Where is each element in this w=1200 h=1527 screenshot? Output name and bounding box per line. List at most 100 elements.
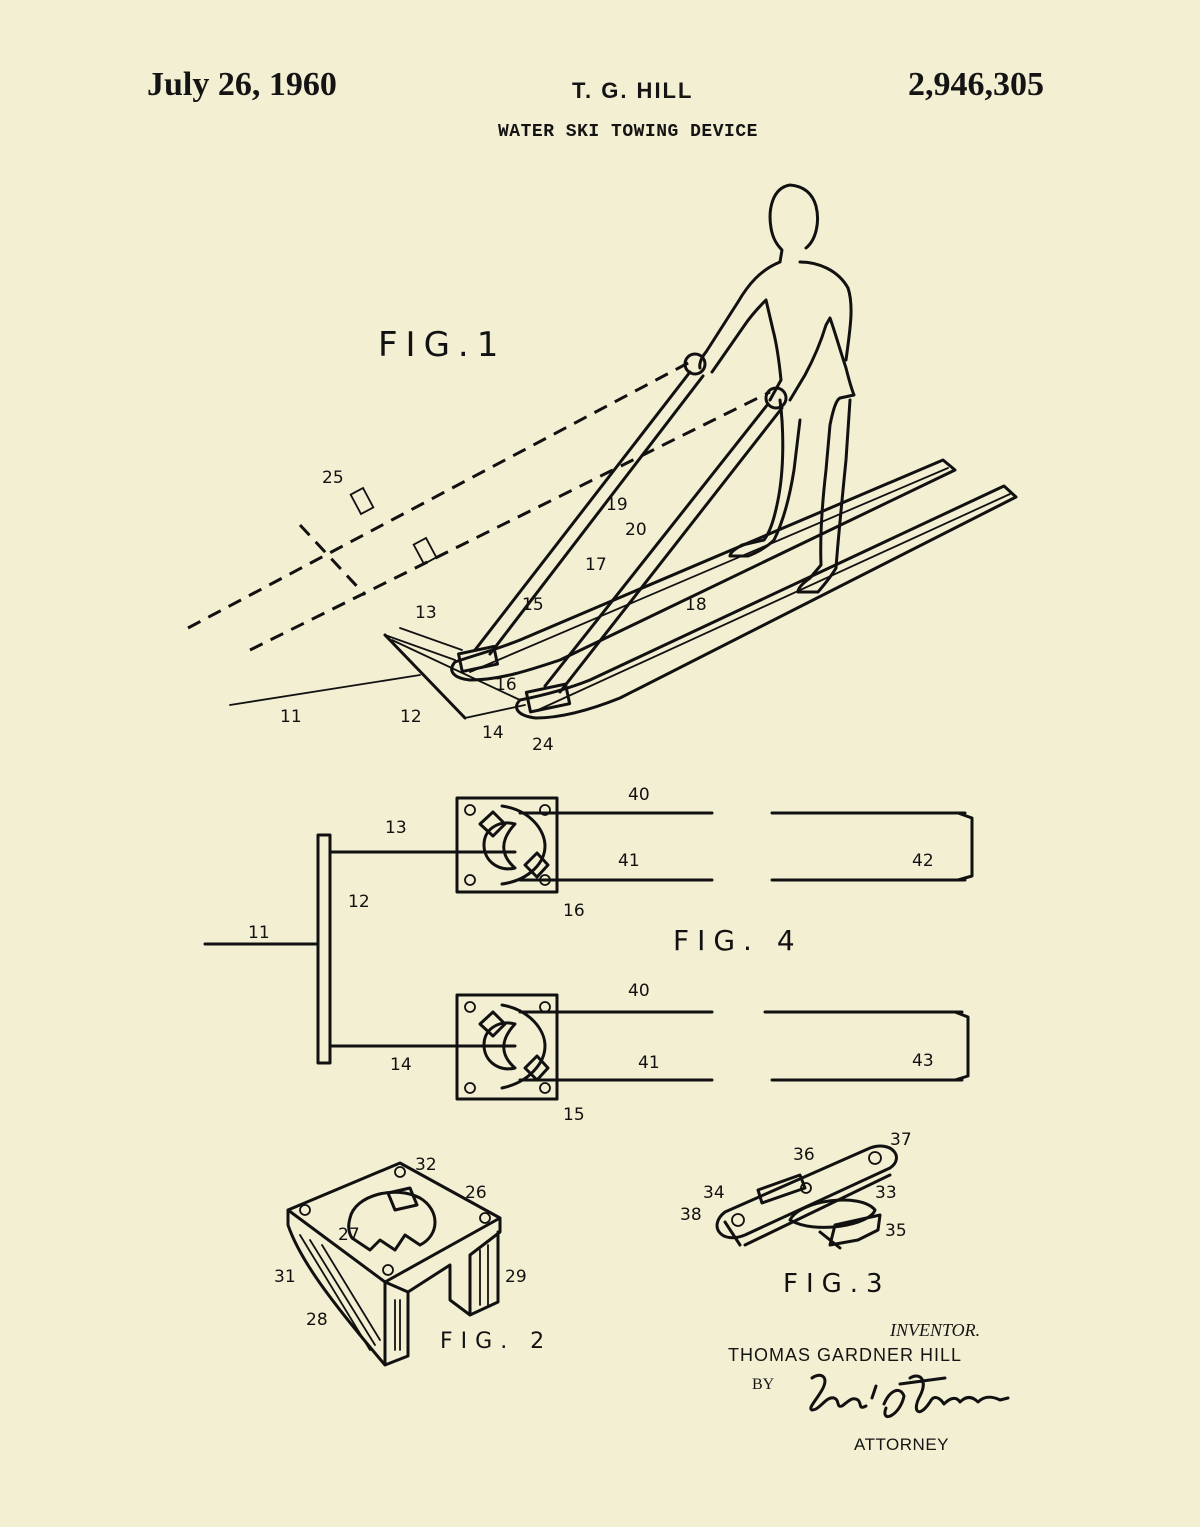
fig2-label: FIG. 2 bbox=[440, 1329, 552, 1354]
tow-bar-12 bbox=[316, 833, 332, 1065]
ref-28: 28 bbox=[306, 1310, 328, 1330]
fig3-label: FIG.3 bbox=[783, 1269, 891, 1299]
dashed-bar bbox=[298, 523, 367, 597]
bracket-32-hole-a bbox=[394, 1166, 406, 1178]
attorney-signature bbox=[809, 1373, 1010, 1419]
binding-15-screw-c bbox=[464, 1082, 476, 1094]
ref-16: 16 bbox=[563, 901, 585, 921]
ref-32: 32 bbox=[415, 1155, 437, 1175]
ref-33: 33 bbox=[875, 1183, 897, 1203]
binding-block-15 bbox=[455, 993, 559, 1101]
clip-36-hole bbox=[800, 1182, 812, 1194]
bracket-32-hole-c bbox=[479, 1212, 491, 1224]
ref-31: 31 bbox=[274, 1267, 296, 1287]
ref-26: 26 bbox=[465, 1183, 487, 1203]
ref-29: 29 bbox=[505, 1267, 527, 1287]
ref-40: 40 bbox=[628, 785, 650, 805]
binding-16-screw-b bbox=[539, 804, 551, 816]
ref-13: 13 bbox=[415, 603, 437, 623]
ski-18-edge bbox=[537, 493, 1011, 711]
ref-34: 34 bbox=[703, 1183, 725, 1203]
handle-43 bbox=[953, 1010, 970, 1082]
by-label: BY bbox=[752, 1376, 775, 1393]
binding-16-detail bbox=[482, 804, 547, 886]
patent-title: WATER SKI TOWING DEVICE bbox=[498, 122, 758, 142]
ref-20: 20 bbox=[625, 520, 647, 540]
dashed-clip-25a bbox=[349, 486, 375, 516]
bracket-32-hole-b bbox=[299, 1204, 311, 1216]
ref-41: 41 bbox=[618, 851, 640, 871]
bracket-27-slot bbox=[386, 1186, 419, 1212]
attorney-label: ATTORNEY bbox=[854, 1435, 949, 1454]
bracket-26 bbox=[286, 1161, 502, 1367]
binding-16-screw-a bbox=[464, 804, 476, 816]
ref-11: 11 bbox=[248, 923, 270, 943]
fig2-drawing: 32 26 27 31 29 28 FIG. 2 bbox=[274, 1155, 552, 1367]
ref-14: 14 bbox=[390, 1055, 412, 1075]
ref-19: 19 bbox=[606, 495, 628, 515]
ref-27: 27 bbox=[338, 1225, 360, 1245]
ref-37: 37 bbox=[890, 1130, 912, 1150]
ski-plane-outline bbox=[384, 634, 526, 719]
ref-38: 38 bbox=[680, 1205, 702, 1225]
fig1-drawing: 25 19 20 17 13 15 18 16 11 12 14 24 FIG.… bbox=[187, 183, 1018, 755]
right-hand bbox=[764, 386, 788, 410]
ref-42: 42 bbox=[912, 851, 934, 871]
inventor-name: THOMAS GARDNER HILL bbox=[728, 1345, 963, 1365]
fig4-drawing: 13 40 41 42 12 16 11 40 41 43 14 15 FIG.… bbox=[203, 785, 974, 1125]
bracket-27-opening bbox=[347, 1190, 437, 1252]
ref-16: 16 bbox=[495, 675, 517, 695]
tow-bar-12 bbox=[383, 633, 467, 720]
dashed-clip-25b bbox=[412, 536, 438, 566]
handle-42 bbox=[956, 811, 974, 882]
ref-17: 17 bbox=[585, 555, 607, 575]
clip-35-base bbox=[818, 1213, 882, 1250]
ski-17 bbox=[450, 458, 957, 682]
ref-36: 36 bbox=[793, 1145, 815, 1165]
inventor-label: INVENTOR. bbox=[890, 1320, 981, 1340]
binding-16-clip bbox=[478, 810, 550, 879]
clip-36-knob bbox=[756, 1173, 807, 1205]
binding-15-clip bbox=[478, 1010, 550, 1082]
ref-11: 11 bbox=[280, 707, 302, 727]
ref-14: 14 bbox=[482, 723, 504, 743]
pole-19 bbox=[473, 370, 705, 656]
inventor-short-name: T. G. HILL bbox=[572, 78, 694, 103]
ref-18: 18 bbox=[685, 595, 707, 615]
ref-15: 15 bbox=[522, 595, 544, 615]
patent-date: July 26, 1960 bbox=[147, 66, 337, 103]
ref-12: 12 bbox=[400, 707, 422, 727]
tow-line-11 bbox=[229, 674, 421, 706]
fig1-label: FIG.1 bbox=[378, 325, 506, 365]
ref-25: 25 bbox=[322, 468, 344, 488]
ref-24: 24 bbox=[532, 735, 554, 755]
clip-37-hole bbox=[868, 1151, 882, 1165]
fig3-drawing: 36 37 34 33 38 35 FIG.3 bbox=[680, 1130, 912, 1299]
ref-40-lower: 40 bbox=[628, 981, 650, 1001]
clip-34-plate bbox=[715, 1144, 898, 1247]
ref-43: 43 bbox=[912, 1051, 934, 1071]
patent-number: 2,946,305 bbox=[908, 66, 1044, 103]
ref-41-lower: 41 bbox=[638, 1053, 660, 1073]
binding-15-screw-a bbox=[464, 1001, 476, 1013]
ski-18 bbox=[515, 484, 1018, 720]
ref-15: 15 bbox=[563, 1105, 585, 1125]
ski-17-edge bbox=[469, 467, 949, 673]
ref-12: 12 bbox=[348, 892, 370, 912]
binding-block-16 bbox=[455, 796, 559, 894]
pole-20 bbox=[543, 402, 784, 694]
binding-16 bbox=[524, 682, 572, 714]
bracket-32-hole-d bbox=[382, 1264, 394, 1276]
fig4-label: FIG. 4 bbox=[673, 924, 803, 957]
clip-33-disc bbox=[788, 1198, 877, 1229]
line-13 bbox=[399, 627, 463, 651]
binding-16-screw-c bbox=[464, 874, 476, 886]
binding-15-screw-d bbox=[539, 1082, 551, 1094]
ref-13: 13 bbox=[385, 818, 407, 838]
ref-35: 35 bbox=[885, 1221, 907, 1241]
dashed-line-lower bbox=[249, 390, 771, 652]
clip-38-hole bbox=[731, 1213, 745, 1227]
dashed-line-upper bbox=[187, 360, 691, 630]
